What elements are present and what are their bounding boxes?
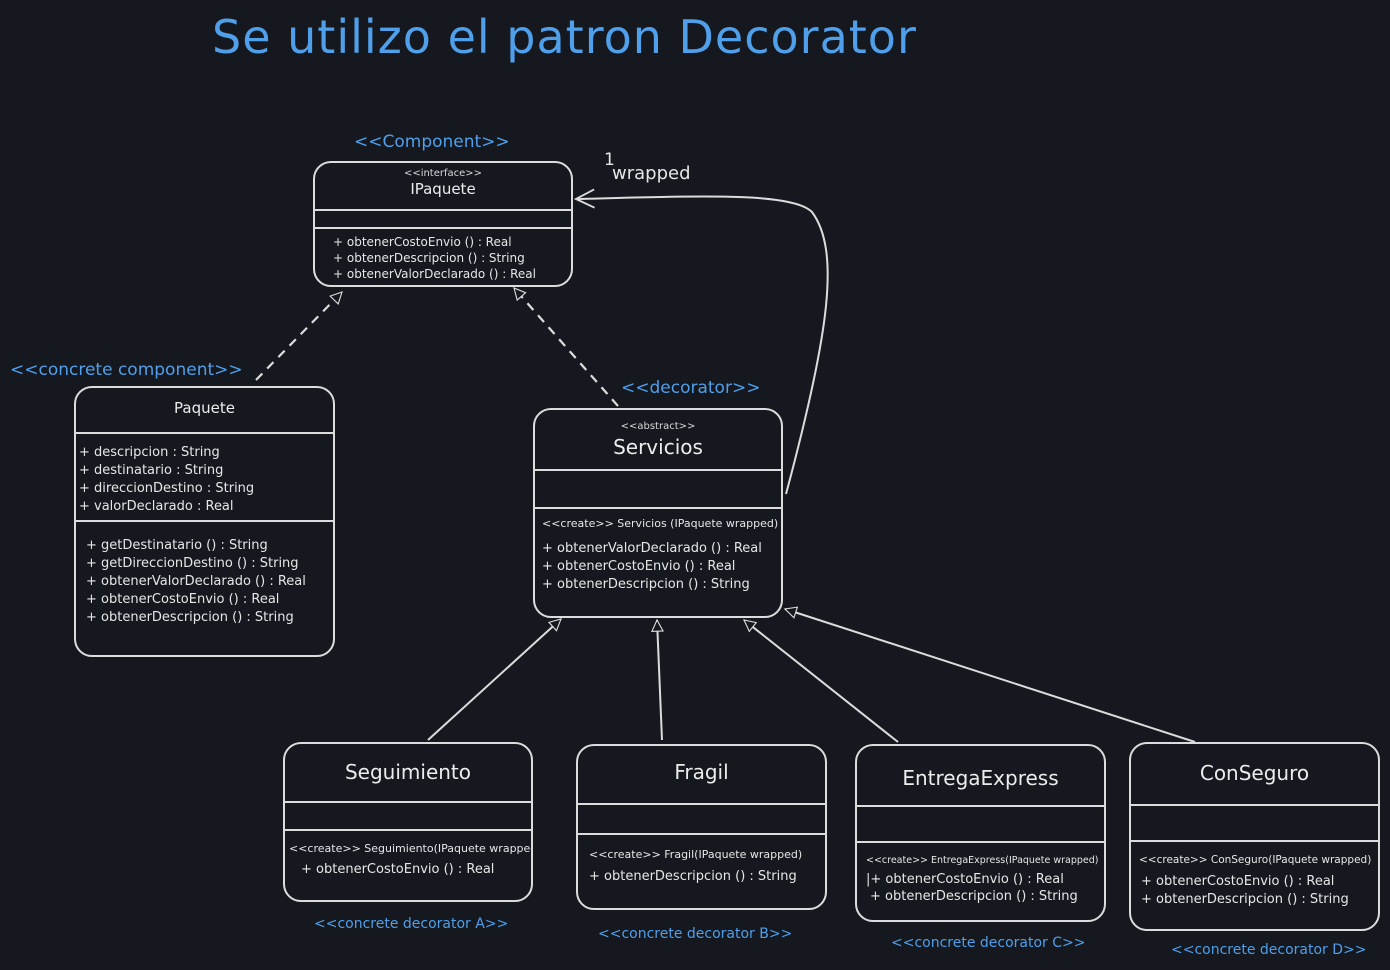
ipaquete-header: <<interface>> IPaquete [315,163,571,211]
method-item: + obtenerCostoEnvio () : Real [86,592,280,607]
conseguro-header: ConSeguro [1131,744,1378,806]
stereotype-concrete-a: <<concrete decorator A>> [314,916,509,932]
method-item: + obtenerDescripcion () : String [870,889,1078,904]
method-item: + getDireccionDestino () : String [86,556,299,571]
method-item: + obtenerCostoEnvio () : Real [301,862,495,877]
attribute-item: + valorDeclarado : Real [79,499,234,514]
fragil-header: Fragil [578,746,825,805]
stereotype-component: <<Component>> [354,132,510,152]
generalization-fragil [650,618,664,741]
fragil-name: Fragil [674,760,729,784]
paquete-attributes: + descripcion : String + destinatario : … [76,434,333,522]
class-seguimiento[interactable]: Seguimiento <<create>> Seguimiento(IPaqu… [283,742,533,902]
seguimiento-name: Seguimiento [344,760,472,784]
class-entregaexpress[interactable]: EntregaExpress <<create>> EntregaExpress… [855,744,1106,922]
entregaexpress-header: EntregaExpress [857,746,1104,807]
servicios-header: <<abstract>> Servicios [535,410,781,471]
servicios-keyword: <<abstract>> [620,421,696,432]
constructor-item: <<create>> Servicios (IPaquete wrapped) [542,517,779,530]
constructor-item: <<create>> ConSeguro(IPaquete wrapped) [1139,854,1372,866]
class-conseguro[interactable]: ConSeguro <<create>> ConSeguro(IPaquete … [1129,742,1380,931]
generalization-conseguro [783,606,1196,743]
ipaquete-keyword: <<interface>> [403,168,483,179]
stereotype-concrete-d: <<concrete decorator D>> [1171,942,1367,958]
seguimiento-header: Seguimiento [285,744,531,803]
diagram-title: Se utilizo el patron Decorator [212,10,917,64]
method-item: + obtenerCostoEnvio () : Real [542,559,736,574]
realization-paquete [255,291,343,381]
method-item: + obtenerValorDeclarado () : Real [333,267,536,281]
association-wrapped [576,197,829,495]
servicios-attributes [535,471,781,509]
generalization-entrega [743,619,899,743]
entregaexpress-attributes [857,807,1104,843]
realization-servicios [513,287,619,407]
attribute-item: + descripcion : String [79,445,220,460]
constructor-item: <<create>> Seguimiento(IPaquete wrapped) [289,842,533,855]
stereotype-concrete-component: <<concrete component>> [10,360,243,380]
method-item: + obtenerDescripcion () : String [86,610,294,625]
conseguro-methods: <<create>> ConSeguro(IPaquete wrapped) +… [1131,842,1378,909]
conseguro-attributes [1131,806,1378,842]
stereotype-concrete-b: <<concrete decorator B>> [598,926,793,942]
method-item: + obtenerValorDeclarado () : Real [86,574,306,589]
method-item: + obtenerDescripcion () : String [542,577,750,592]
ipaquete-name: IPaquete [410,180,476,198]
attribute-item: + destinatario : String [79,463,224,478]
fragil-methods: <<create>> Fragil(IPaquete wrapped) + ob… [578,835,825,886]
class-ipaquete[interactable]: <<interface>> IPaquete + obtenerCostoEnv… [313,161,573,287]
paquete-name: Paquete [174,399,235,417]
ipaquete-attributes [315,211,571,229]
servicios-name: Servicios [613,435,703,459]
method-item: + obtenerCostoEnvio () : Real [333,235,512,249]
method-item: |+ obtenerCostoEnvio () : Real [866,872,1064,887]
class-servicios[interactable]: <<abstract>> Servicios <<create>> Servic… [533,408,783,618]
method-item: + obtenerDescripcion () : String [589,869,797,884]
seguimiento-attributes [285,803,531,831]
seguimiento-methods: <<create>> Seguimiento(IPaquete wrapped)… [285,831,531,879]
entregaexpress-name: EntregaExpress [902,766,1059,790]
conseguro-name: ConSeguro [1199,761,1310,785]
class-paquete[interactable]: Paquete + descripcion : String + destina… [74,386,335,657]
constructor-item: <<create>> Fragil(IPaquete wrapped) [589,848,803,861]
method-item: + obtenerCostoEnvio () : Real [1141,874,1335,889]
method-item: + obtenerValorDeclarado () : Real [542,541,762,556]
generalization-seguimiento [427,618,562,741]
stereotype-decorator: <<decorator>> [621,378,761,398]
association-role: wrapped [612,163,691,184]
association-multiplicity: 1 [604,150,615,170]
method-item: + getDestinatario () : String [86,538,268,553]
ipaquete-methods: + obtenerCostoEnvio () : Real + obtenerD… [315,229,571,282]
stereotype-concrete-c: <<concrete decorator C>> [891,935,1086,951]
class-fragil[interactable]: Fragil <<create>> Fragil(IPaquete wrappe… [576,744,827,910]
servicios-methods: <<create>> Servicios (IPaquete wrapped) … [535,509,781,594]
fragil-attributes [578,805,825,835]
constructor-item: <<create>> EntregaExpress(IPaquete wrapp… [866,855,1099,866]
attribute-item: + direccionDestino : String [79,481,255,496]
paquete-methods: + getDestinatario () : String + getDirec… [76,522,333,627]
paquete-header: Paquete [76,388,333,434]
method-item: + obtenerDescripcion () : String [1141,892,1349,907]
entregaexpress-methods: <<create>> EntregaExpress(IPaquete wrapp… [857,843,1104,905]
method-item: + obtenerDescripcion () : String [333,251,525,265]
